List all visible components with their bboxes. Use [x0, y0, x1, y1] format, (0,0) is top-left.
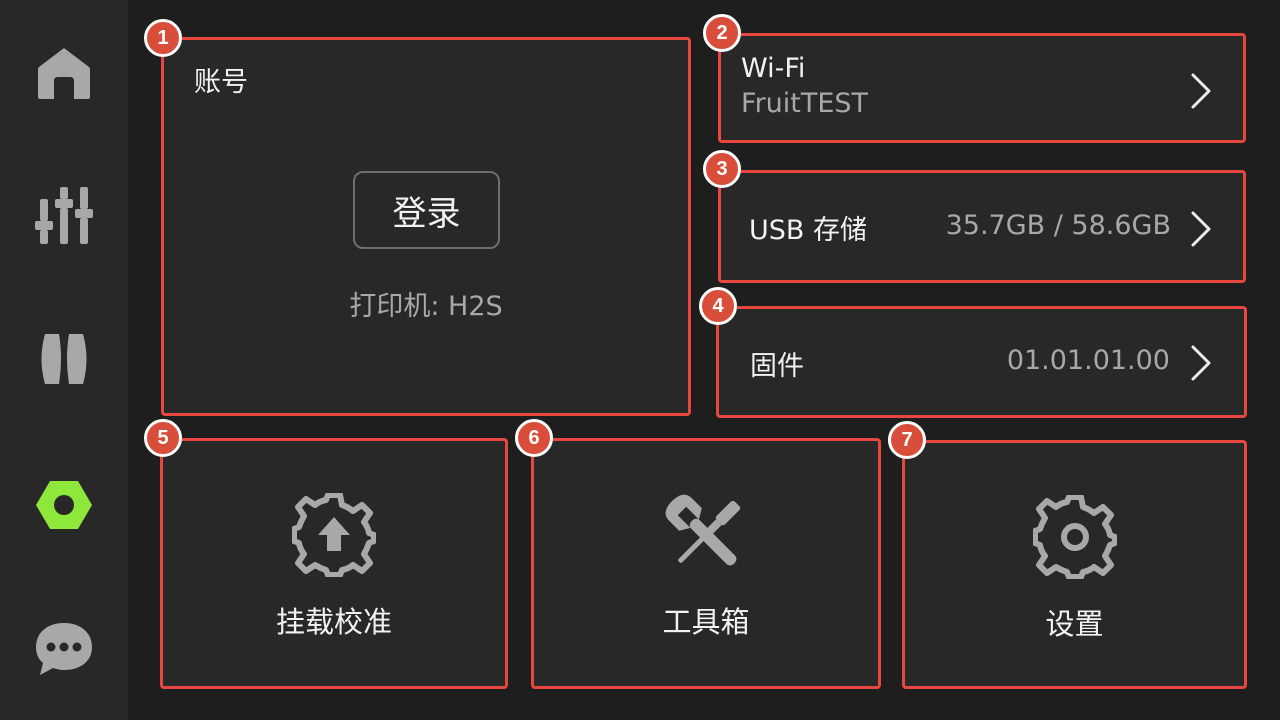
settings-tile[interactable]: 设置 — [902, 440, 1247, 689]
sidebar-item-messages[interactable] — [0, 594, 128, 704]
wifi-card[interactable]: Wi-Fi FruitTEST — [718, 33, 1246, 143]
annotation-badge-5: 5 — [144, 419, 182, 457]
sidebar-item-home[interactable] — [0, 18, 128, 128]
chevron-right-icon — [1191, 73, 1211, 109]
account-title: 账号 — [194, 67, 248, 98]
home-icon — [38, 48, 90, 99]
firmware-card[interactable]: 固件 01.01.01.00 — [716, 306, 1247, 418]
wifi-network-name: FruitTEST — [741, 88, 869, 119]
login-button[interactable]: 登录 — [353, 171, 500, 249]
toolbox-tile[interactable]: 工具箱 — [531, 438, 881, 689]
annotation-badge-3: 3 — [703, 150, 741, 188]
mount-calibration-tile[interactable]: 挂载校准 — [160, 438, 508, 689]
account-card: 账号 登录 打印机: H2S — [161, 37, 691, 416]
annotation-badge-1: 1 — [144, 19, 182, 57]
gear-icon — [1032, 495, 1117, 579]
usb-storage-card[interactable]: USB 存储 35.7GB / 58.6GB — [718, 170, 1246, 283]
chevron-right-icon — [1191, 345, 1211, 381]
tools-icon — [665, 494, 741, 566]
mount-calibration-label: 挂载校准 — [275, 605, 392, 639]
sidebar — [0, 0, 128, 720]
annotation-badge-4: 4 — [699, 287, 737, 325]
annotation-badge-6: 6 — [515, 419, 553, 457]
sidebar-item-controls[interactable] — [0, 160, 128, 270]
settings-label: 设置 — [1045, 607, 1104, 641]
printer-model-label: 打印机: H2S — [349, 291, 503, 322]
chat-icon — [36, 623, 92, 675]
sidebar-item-device[interactable] — [0, 450, 128, 560]
annotation-badge-2: 2 — [703, 14, 741, 52]
firmware-version: 01.01.01.00 — [1006, 345, 1170, 376]
sliders-icon — [35, 187, 93, 244]
firmware-label: 固件 — [750, 351, 804, 382]
toolbox-label: 工具箱 — [662, 605, 750, 639]
usb-storage-label: USB 存储 — [749, 215, 868, 246]
chevron-right-icon — [1191, 211, 1211, 247]
gear-upload-icon — [292, 493, 376, 577]
filament-icon — [41, 334, 87, 384]
hex-nut-icon — [36, 481, 92, 529]
wifi-label: Wi-Fi — [741, 53, 806, 84]
annotation-badge-7: 7 — [888, 421, 926, 459]
usb-storage-value: 35.7GB / 58.6GB — [945, 210, 1171, 241]
sidebar-item-filament[interactable] — [0, 304, 128, 414]
